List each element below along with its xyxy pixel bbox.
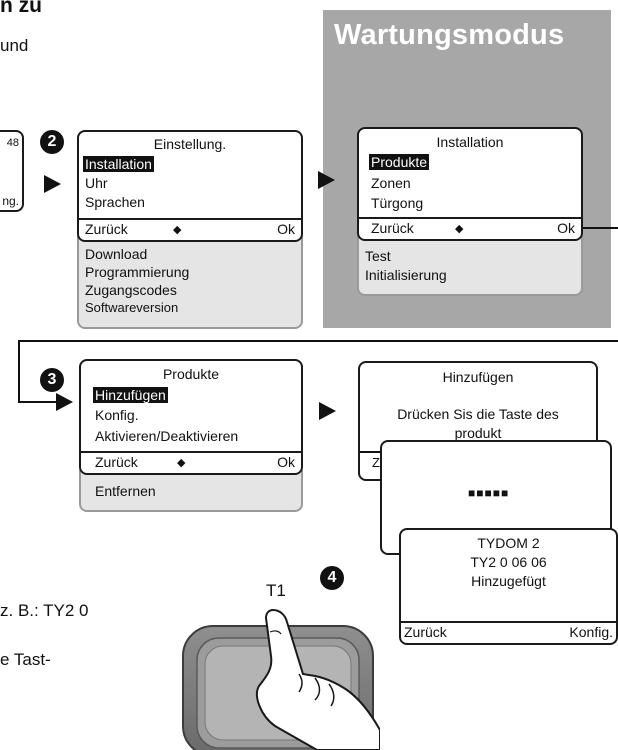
intro-text-line3: e Tast- xyxy=(0,650,51,669)
t1-button-label: T1 xyxy=(266,581,286,600)
produkte-screen: Produkte Hinzufügen Konfig. Aktivieren/D… xyxy=(79,359,303,475)
progress-indicator: ■■■■■ xyxy=(468,486,510,500)
ok-softkey[interactable]: Ok xyxy=(277,454,295,470)
added-screen: TYDOM 2 TY2 0 06 06 Hinzugefügt Zurück K… xyxy=(399,528,618,645)
back-softkey[interactable]: Zurück xyxy=(95,454,138,470)
produkte-more-items: Entfernen xyxy=(79,470,303,512)
section-heading: n zu xyxy=(0,0,42,17)
added-line1: TYDOM 2 xyxy=(477,535,540,551)
menu-item-download[interactable]: Download xyxy=(85,246,148,262)
installation-screen: Installation Produkte Zonen Türgong Zurü… xyxy=(357,127,583,241)
einstellung-more-items: Download Programmierung Zugangscodes Sof… xyxy=(77,236,303,329)
menu-item-test[interactable]: Test xyxy=(365,248,391,264)
hinzufuegen-title: Hinzufügen xyxy=(442,369,514,385)
connector-line xyxy=(18,340,618,342)
menu-item-produkte-selected[interactable]: Produkte xyxy=(369,154,430,170)
up-down-icon[interactable]: ◆ xyxy=(173,224,182,236)
intro-text-line1: und xyxy=(0,36,29,55)
partial-screen: 48 ng. xyxy=(0,130,24,212)
connector-line xyxy=(583,227,618,229)
produkte-title: Produkte xyxy=(162,366,220,382)
menu-item-aktivieren-deaktivieren[interactable]: Aktivieren/Deaktivieren xyxy=(95,428,239,444)
ok-softkey[interactable]: Ok xyxy=(277,221,295,237)
hinzufuegen-message-line2: produkt xyxy=(454,425,502,441)
menu-item-zonen[interactable]: Zonen xyxy=(371,175,411,191)
produkte-softkey-bar: Zurück ◆ Ok xyxy=(81,451,301,473)
menu-item-initialisierung[interactable]: Initialisierung xyxy=(365,267,447,283)
arrow-right-icon xyxy=(319,402,336,420)
menu-item-tuergong[interactable]: Türgong xyxy=(371,195,424,211)
einstellung-softkey-bar: Zurück ◆ Ok xyxy=(79,218,301,240)
installation-softkey-bar: Zurück ◆ Ok xyxy=(359,217,581,239)
einstellung-title: Einstellung. xyxy=(153,136,227,152)
installation-more-items: Test Initialisierung xyxy=(357,236,583,296)
menu-item-sprachen[interactable]: Sprachen xyxy=(85,194,145,210)
up-down-icon[interactable]: ◆ xyxy=(177,457,186,469)
installation-title: Installation xyxy=(436,134,504,150)
connector-line xyxy=(18,401,58,403)
device-hand-illustration xyxy=(182,608,380,750)
connector-line xyxy=(18,340,20,403)
hinzufuegen-message-line1: Drücken Sis die Taste des xyxy=(397,406,559,422)
config-softkey[interactable]: Konfig. xyxy=(569,624,613,640)
partial-screen-corner-text: 48 xyxy=(6,137,19,149)
ok-softkey[interactable]: Ok xyxy=(557,220,575,236)
menu-item-entfernen[interactable]: Entfernen xyxy=(95,483,156,499)
intro-text-line2: z. B.: TY2 0 xyxy=(0,601,89,620)
menu-item-zugangscodes[interactable]: Zugangscodes xyxy=(85,282,177,298)
menu-item-softwareversion[interactable]: Softwareversion xyxy=(85,300,179,315)
menu-item-hinzufuegen-selected[interactable]: Hinzufügen xyxy=(93,387,168,403)
arrow-right-icon xyxy=(56,393,73,411)
added-softkey-bar: Zurück Konfig. xyxy=(401,621,616,643)
step-3-badge: 3 xyxy=(40,368,64,392)
back-softkey[interactable]: Zurück xyxy=(371,220,414,236)
back-softkey[interactable]: Zurück xyxy=(404,624,447,640)
menu-item-programmierung[interactable]: Programmierung xyxy=(85,264,190,280)
partial-screen-bottom-text: ng. xyxy=(2,194,19,208)
added-line3: Hinzugefügt xyxy=(471,573,546,589)
step-2-badge: 2 xyxy=(40,130,64,154)
arrow-right-icon xyxy=(318,171,335,189)
einstellung-screen: Einstellung. Installation Uhr Sprachen Z… xyxy=(77,130,303,242)
menu-item-uhr[interactable]: Uhr xyxy=(85,175,108,191)
softkey-divider xyxy=(360,451,384,453)
menu-item-installation-selected[interactable]: Installation xyxy=(83,156,154,172)
back-softkey[interactable]: Zurück xyxy=(85,221,128,237)
step-4-badge: 4 xyxy=(320,566,344,590)
up-down-icon[interactable]: ◆ xyxy=(455,223,464,235)
maintenance-title: Wartungsmodus xyxy=(334,19,565,51)
arrow-right-icon xyxy=(44,175,61,193)
added-line2: TY2 0 06 06 xyxy=(470,554,547,570)
menu-item-konfig[interactable]: Konfig. xyxy=(95,407,139,423)
